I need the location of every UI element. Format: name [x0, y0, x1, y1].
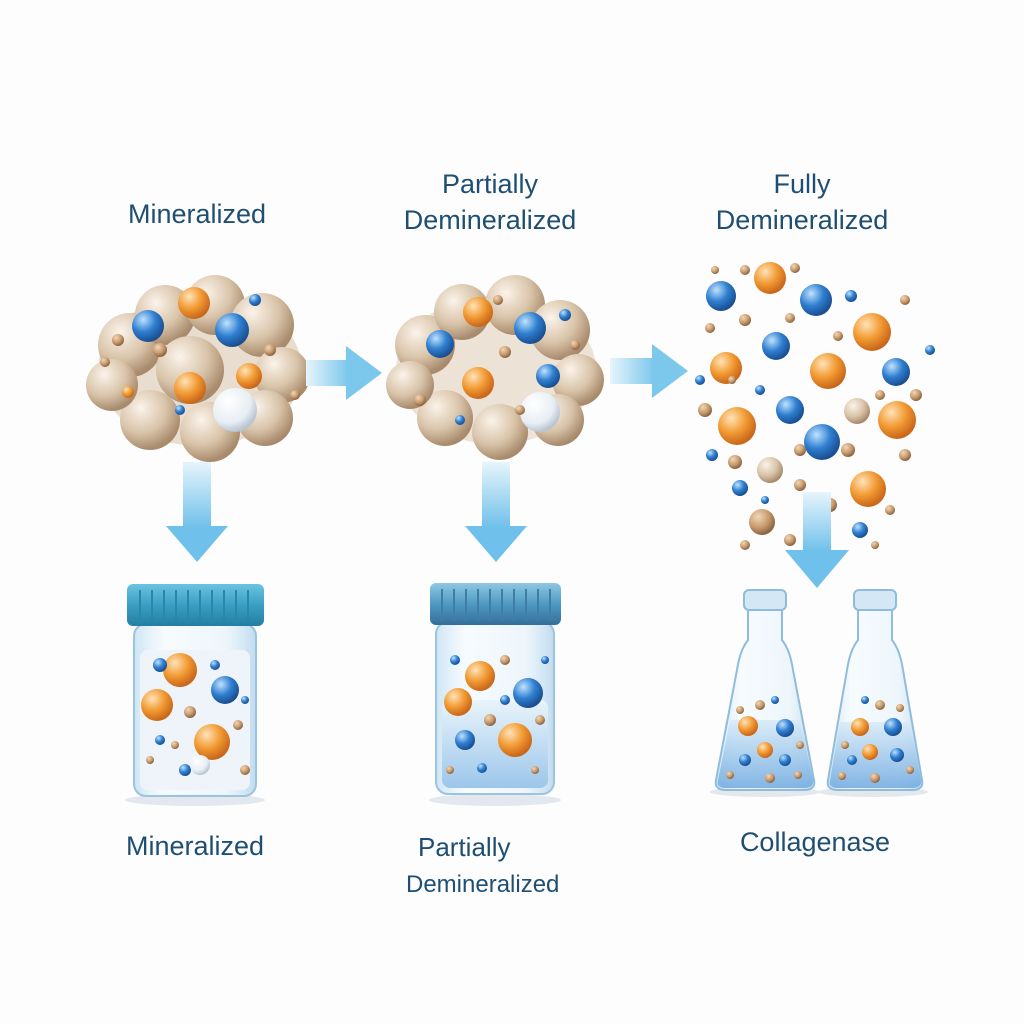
partially-demineralized-cluster — [386, 275, 604, 460]
arrow-down-2 — [465, 462, 527, 562]
jar-lid — [430, 583, 561, 625]
jar-mineralized — [125, 584, 265, 806]
container-label-collagenase: Collagenase — [739, 827, 891, 857]
arrow-down-1 — [166, 462, 228, 562]
stage-label-fully-demineralized: Fully Demineralized — [672, 166, 932, 238]
stage-label-mineralized: Mineralized — [127, 199, 267, 229]
label-line-1: Fully — [773, 169, 831, 199]
mineralized-cluster — [86, 275, 310, 462]
stage-label-partially-demineralized: Partially Demineralized — [360, 166, 620, 238]
label-line-2: Demineralized — [715, 205, 889, 235]
label-line-1: Partially — [441, 169, 539, 199]
jar-lid — [127, 584, 264, 626]
container-label-mineralized: Mineralized — [125, 831, 265, 861]
arrow-right-2 — [610, 344, 688, 398]
collagenase-flask-left — [710, 589, 820, 797]
arrow-down-3 — [785, 492, 849, 588]
label-line-2: Demineralized — [406, 871, 560, 898]
label-line-2: Demineralized — [403, 205, 577, 235]
label-line-1: Partially — [418, 832, 511, 862]
container-label-partially-demineralized: Partially Demineralized — [390, 828, 630, 904]
jar-partially-demineralized — [429, 583, 561, 806]
collagenase-flask-right — [818, 589, 928, 797]
fully-demineralized-particles — [695, 262, 935, 559]
arrow-right-1 — [306, 346, 382, 400]
